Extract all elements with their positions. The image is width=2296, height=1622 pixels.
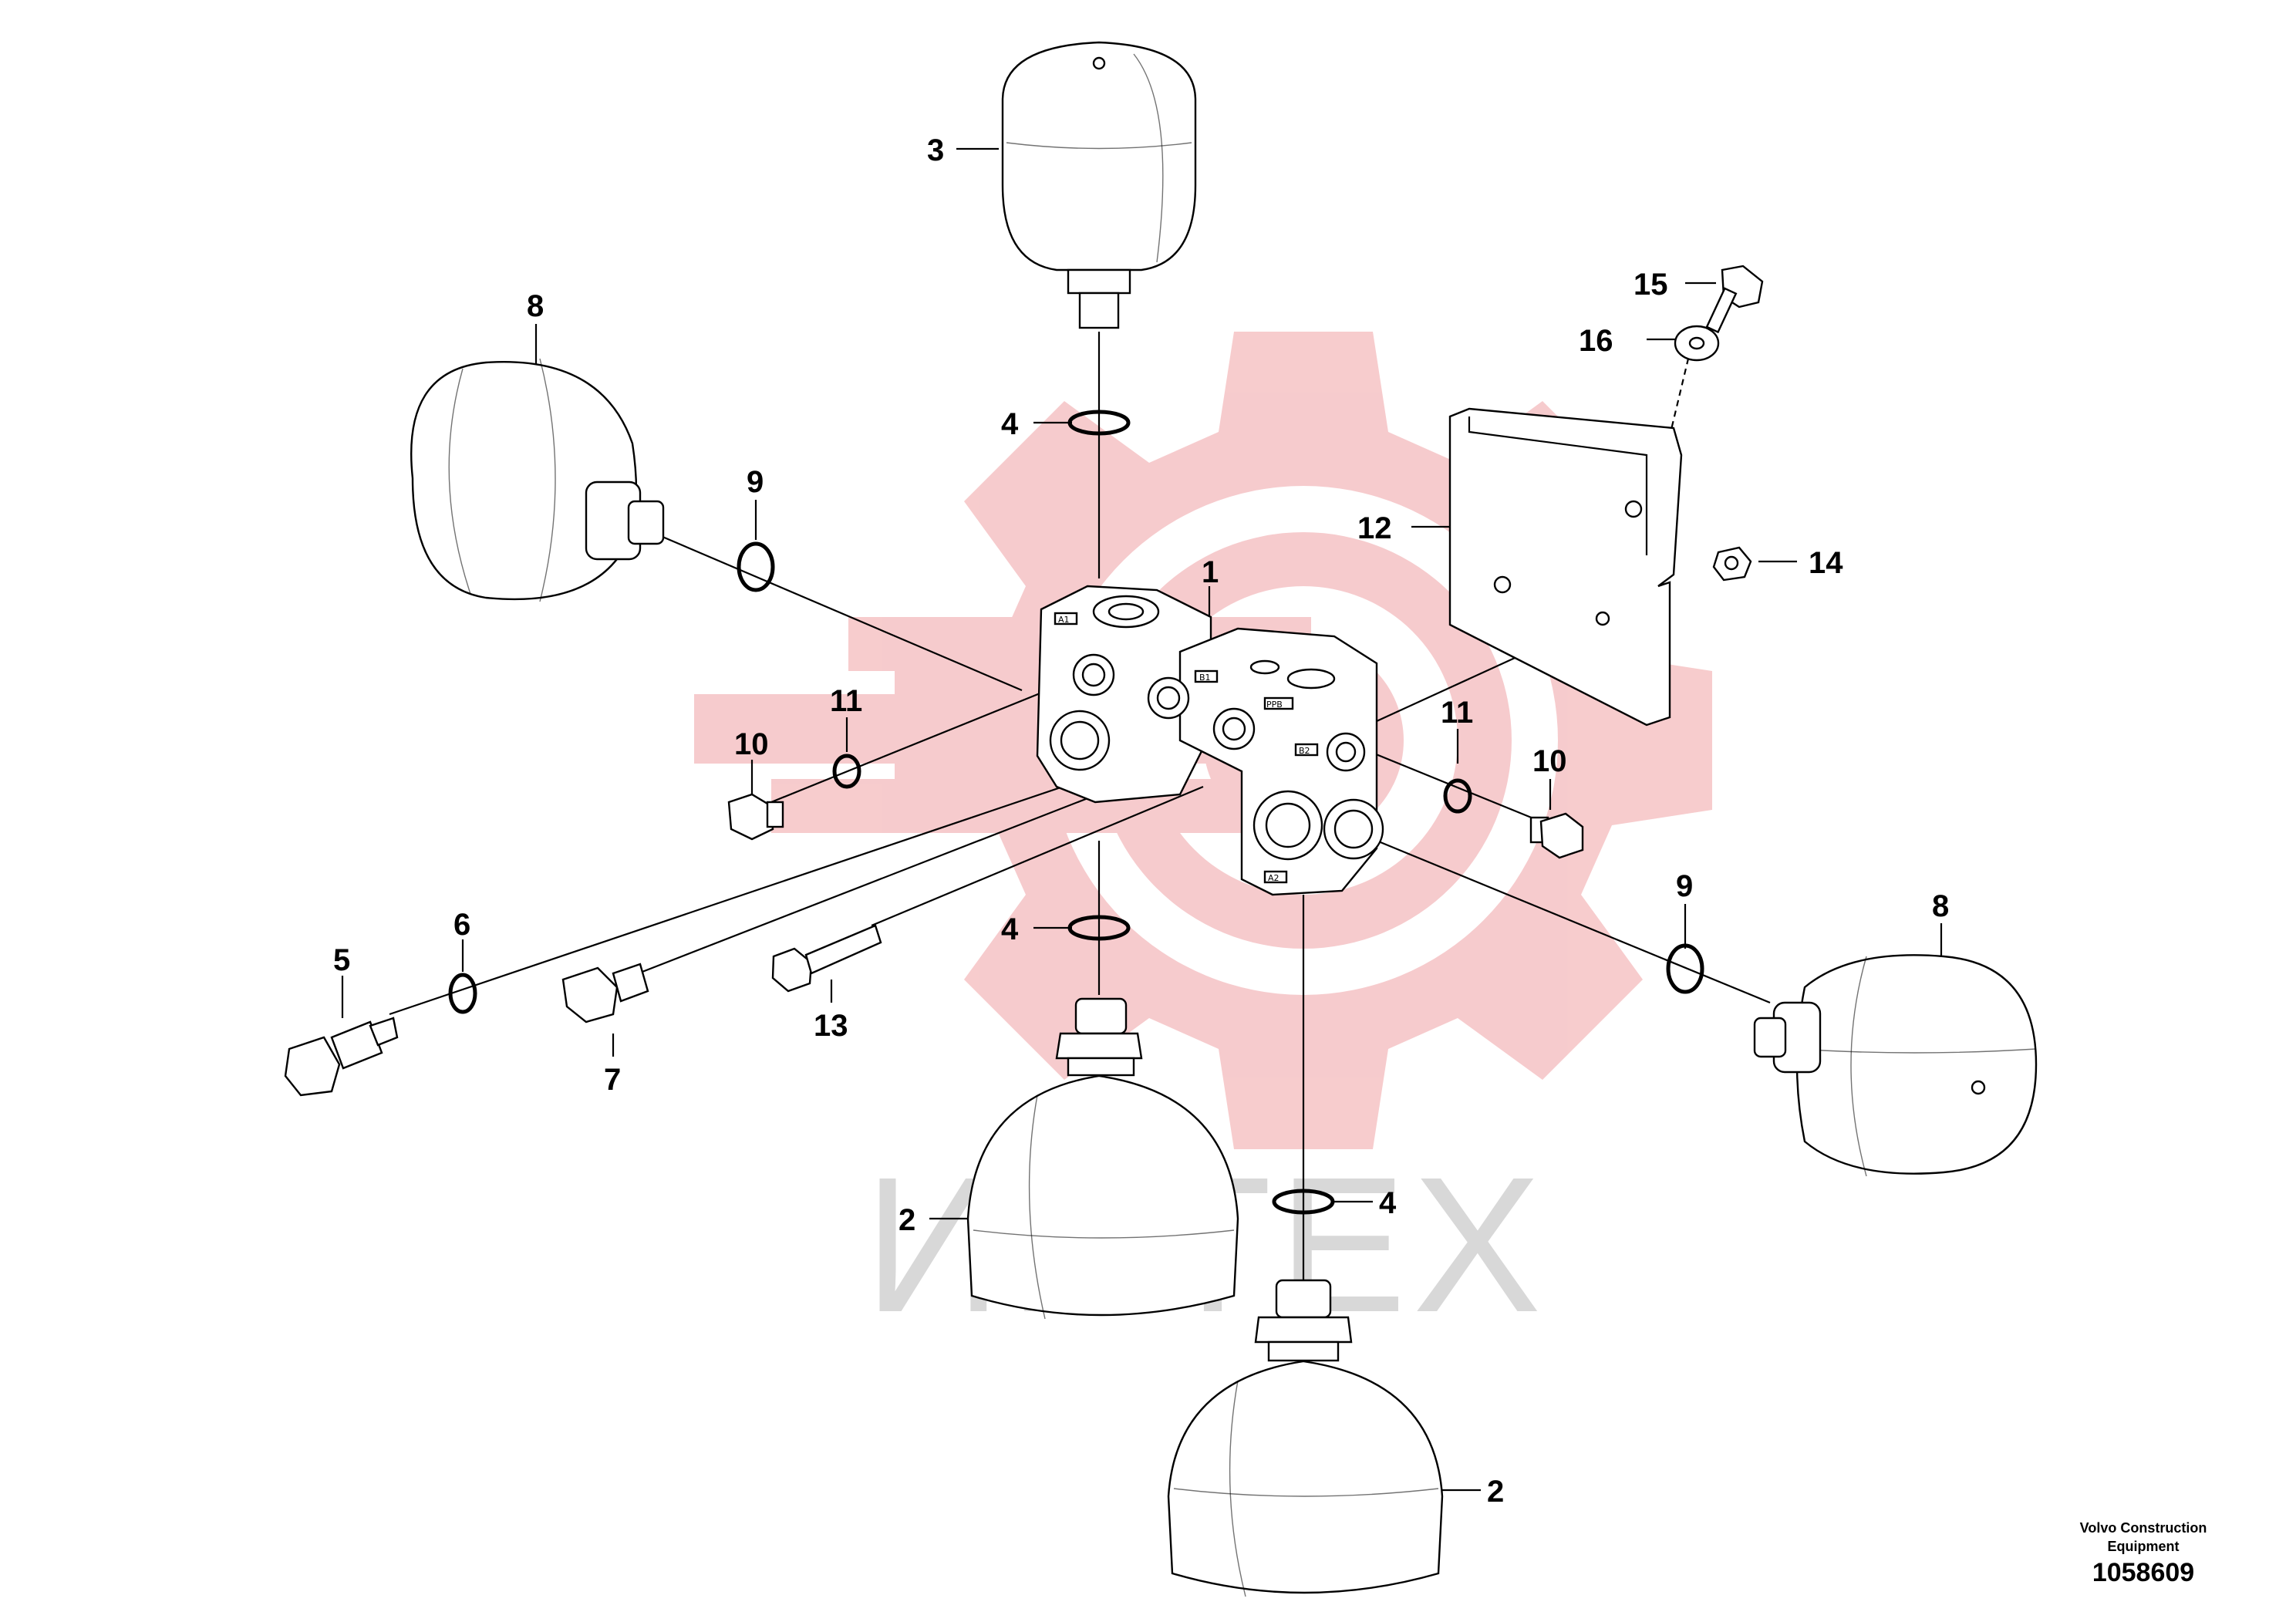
callout-10-left: 10 bbox=[734, 727, 769, 761]
manufacturer-name: Volvo Construction Equipment bbox=[2079, 1520, 2207, 1554]
callout-4-middle: 4 bbox=[1001, 912, 1019, 946]
callout-3: 3 bbox=[927, 133, 944, 167]
plug-right bbox=[1529, 812, 1584, 859]
seal-ring-6 bbox=[448, 973, 477, 1014]
document-number: 1058609 bbox=[2092, 1558, 2195, 1587]
callout-11-right: 11 bbox=[1441, 696, 1473, 730]
callout-7: 7 bbox=[604, 1063, 621, 1097]
callout-11-left: 11 bbox=[830, 684, 862, 718]
port-label-b2: B2 bbox=[1299, 746, 1310, 756]
accumulator-lower-right-bottom bbox=[1167, 1279, 1444, 1597]
o-ring-middle bbox=[1067, 915, 1131, 941]
callout-10-right: 10 bbox=[1532, 744, 1567, 778]
accumulator-lower-right bbox=[1753, 954, 2038, 1177]
callout-13: 13 bbox=[814, 1009, 848, 1043]
callout-2-right: 2 bbox=[1487, 1475, 1504, 1509]
washer-16 bbox=[1674, 325, 1720, 362]
accumulator-top bbox=[1001, 41, 1197, 329]
sensor-7 bbox=[561, 963, 649, 1023]
callout-9-right: 9 bbox=[1676, 869, 1693, 903]
valve-block: A1 B1 PPB B2 A2 bbox=[1036, 585, 1384, 896]
callout-4-top: 4 bbox=[1001, 407, 1019, 441]
bolt-15 bbox=[1705, 265, 1764, 334]
callout-15: 15 bbox=[1633, 268, 1668, 302]
bracket bbox=[1448, 407, 1683, 727]
footer: Volvo Construction Equipment 1058609 bbox=[2043, 1519, 2244, 1590]
port-label-ppb: PPB bbox=[1266, 700, 1283, 710]
accumulator-lower-left bbox=[966, 997, 1239, 1320]
callout-8-right: 8 bbox=[1932, 889, 1949, 923]
plug-left bbox=[727, 793, 784, 841]
callout-4-bottom: 4 bbox=[1379, 1186, 1397, 1220]
port-label-b1: B1 bbox=[1199, 673, 1211, 683]
callout-6: 6 bbox=[453, 908, 470, 942]
pressure-sensor-5 bbox=[284, 1017, 399, 1097]
callouts: 1 2 2 3 4 4 4 5 6 7 8 8 9 9 10 10 11 11 … bbox=[333, 133, 1949, 1509]
callout-8-left: 8 bbox=[527, 289, 544, 323]
callout-14: 14 bbox=[1809, 546, 1843, 580]
callout-16: 16 bbox=[1579, 324, 1613, 358]
o-ring-large-right bbox=[1666, 943, 1704, 994]
callout-9-left: 9 bbox=[747, 465, 764, 499]
port-label-a2: A2 bbox=[1268, 873, 1279, 883]
bolt-13 bbox=[771, 924, 882, 993]
callout-1: 1 bbox=[1202, 555, 1219, 589]
o-ring-large-left bbox=[737, 541, 775, 592]
accumulator-upper-left bbox=[410, 358, 665, 602]
nut-14 bbox=[1712, 546, 1752, 582]
seal-ring-right bbox=[1443, 778, 1472, 814]
callout-12: 12 bbox=[1357, 511, 1392, 545]
callout-2-left: 2 bbox=[899, 1203, 915, 1237]
seal-ring-left bbox=[832, 754, 861, 789]
port-label-a1: A1 bbox=[1058, 615, 1070, 625]
o-ring-bottom bbox=[1272, 1189, 1335, 1215]
o-ring-top bbox=[1067, 410, 1131, 436]
callout-5: 5 bbox=[333, 943, 350, 977]
